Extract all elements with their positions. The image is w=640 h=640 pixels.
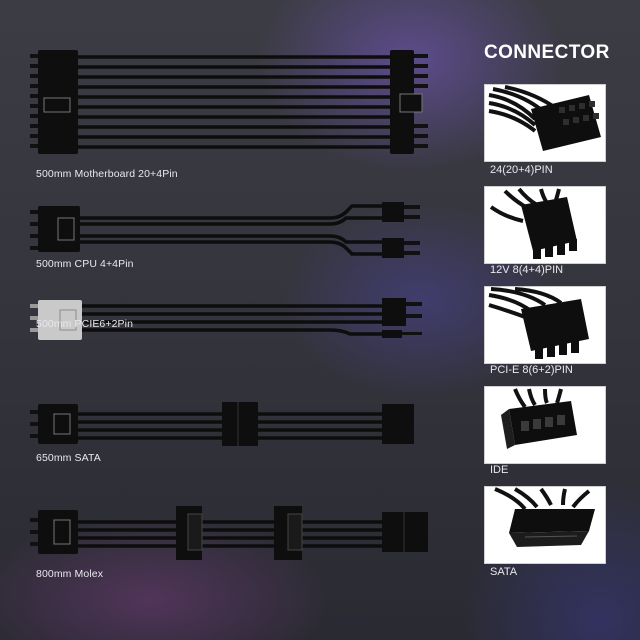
pcie-8pin-connector-thumbnail	[484, 286, 606, 364]
cable-label-molex: 800mm Molex	[36, 568, 104, 580]
cpu-cable-image	[30, 202, 420, 258]
ide-molex-connector-icon	[501, 388, 577, 449]
sata-cable-image	[30, 402, 414, 446]
molex-cable-image	[30, 506, 428, 560]
connector-label-24pin: 24(20+4)PIN	[490, 164, 553, 176]
connector-label-cpu-8pin: 12V 8(4+4)PIN	[490, 264, 564, 276]
sata-connector-icon	[494, 487, 595, 547]
cable-label-sata: 650mm SATA	[36, 452, 101, 464]
pcie-8pin-connector-icon	[488, 287, 589, 359]
connector-label-ide: IDE	[490, 464, 509, 476]
ide-molex-connector-thumbnail	[484, 386, 606, 464]
cpu-8pin-connector-icon	[489, 187, 577, 259]
cpu-8pin-connector-thumbnail	[484, 186, 606, 264]
cable-label-motherboard: 500mm Motherboard 20+4Pin	[36, 168, 178, 180]
connector-label-pcie-8pin: PCI-E 8(6+2)PIN	[490, 364, 573, 376]
atx-24pin-connector-thumbnail	[484, 84, 606, 162]
cable-label-pcie: 500mm PCIE6+2Pin	[36, 318, 134, 330]
pcie-cable-image	[30, 298, 422, 340]
connector-label-sata: SATA	[490, 566, 518, 578]
connector-heading: CONNECTOR	[484, 42, 610, 63]
sata-connector-thumbnail	[484, 486, 606, 564]
atx-24pin-connector-icon	[488, 85, 601, 151]
cable-label-cpu: 500mm CPU 4+4Pin	[36, 258, 134, 270]
motherboard-cable-image	[30, 50, 428, 154]
